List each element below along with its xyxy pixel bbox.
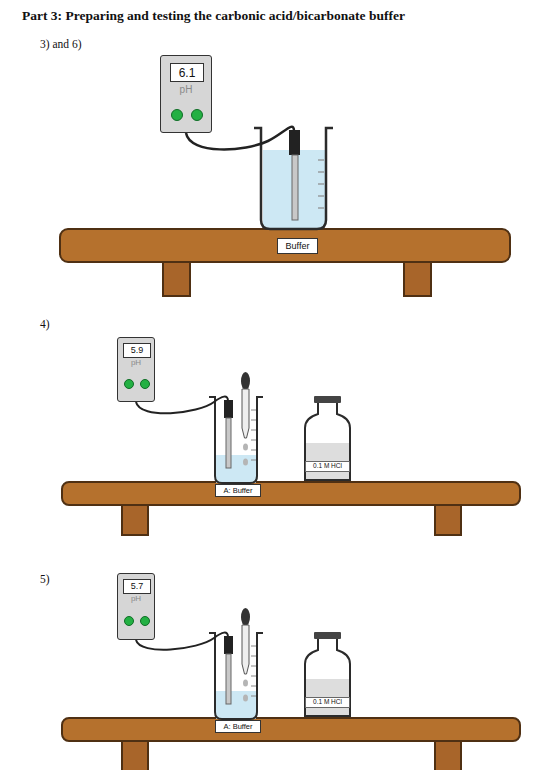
buffer-liquid bbox=[216, 455, 256, 483]
status-light bbox=[140, 616, 150, 626]
ph-reading: 6.1 bbox=[179, 67, 196, 79]
ph-display: 5.9 bbox=[123, 343, 151, 358]
label-text: A: Buffer bbox=[223, 487, 252, 495]
label-text: Buffer bbox=[286, 242, 310, 251]
acid-liquid bbox=[306, 679, 349, 715]
step-label: 3) and 6) bbox=[40, 38, 82, 50]
table-leg bbox=[163, 258, 190, 296]
ph-reading: 5.9 bbox=[131, 346, 144, 355]
table-leg bbox=[122, 739, 148, 770]
status-light bbox=[191, 109, 203, 121]
table-leg bbox=[435, 739, 461, 770]
probe-head bbox=[289, 130, 300, 155]
meter-label: pH bbox=[118, 359, 154, 367]
buffer-liquid bbox=[216, 691, 256, 719]
dropper-bulb bbox=[241, 372, 250, 390]
reagent-bottle bbox=[305, 638, 350, 716]
status-light bbox=[171, 109, 183, 121]
step-label: 4) bbox=[40, 318, 50, 330]
probe-rod bbox=[226, 654, 231, 704]
step-label: 5) bbox=[40, 573, 50, 585]
table-top bbox=[62, 718, 520, 741]
bottle-stopper bbox=[314, 396, 341, 403]
status-light bbox=[140, 379, 150, 389]
ph-meter: pH 5.9 bbox=[117, 337, 155, 402]
drop bbox=[243, 680, 248, 687]
bottle-label: 0.1 M HCl bbox=[305, 697, 350, 708]
ph-display: 6.1 bbox=[170, 63, 204, 82]
table-label-plate: Buffer bbox=[277, 238, 318, 254]
label-text: 0.1 M HCl bbox=[313, 463, 342, 470]
reagent-bottle bbox=[305, 402, 350, 480]
ph-display: 5.7 bbox=[123, 579, 151, 594]
scene-one bbox=[60, 127, 510, 296]
drop bbox=[243, 444, 248, 451]
meter-label: pH bbox=[118, 595, 154, 603]
table-label-plate: A: Buffer bbox=[215, 720, 261, 733]
beaker-ticks bbox=[318, 160, 324, 208]
beaker-ticks bbox=[251, 410, 256, 460]
bottle-label: 0.1 M HCl bbox=[305, 461, 350, 472]
table-leg bbox=[435, 503, 461, 535]
bottle-stopper bbox=[314, 632, 341, 639]
table-top bbox=[60, 229, 510, 262]
table-leg bbox=[404, 258, 431, 296]
label-text: A: Buffer bbox=[223, 723, 252, 731]
drop bbox=[243, 459, 248, 466]
probe-rod bbox=[292, 155, 298, 220]
dropper-tube bbox=[242, 625, 249, 674]
probe-rod bbox=[226, 418, 231, 468]
status-light bbox=[124, 379, 134, 389]
dropper-tube bbox=[242, 389, 249, 438]
beaker bbox=[209, 397, 263, 483]
table-label-plate: A: Buffer bbox=[215, 484, 261, 497]
beaker-ticks bbox=[251, 646, 256, 696]
table-leg bbox=[122, 503, 148, 535]
table-top bbox=[62, 482, 520, 505]
label-text: 0.1 M HCl bbox=[313, 699, 342, 706]
probe-head bbox=[224, 400, 233, 418]
ph-reading: 5.7 bbox=[131, 582, 144, 591]
acid-liquid bbox=[306, 443, 349, 479]
ph-meter: pH 5.7 bbox=[117, 573, 155, 640]
buffer-liquid bbox=[263, 150, 325, 228]
beaker bbox=[209, 633, 263, 719]
dropper-bulb bbox=[241, 608, 250, 626]
status-light bbox=[124, 616, 134, 626]
ph-meter: pH 6.1 bbox=[160, 55, 212, 133]
meter-label: pH bbox=[161, 85, 211, 95]
drop bbox=[243, 695, 248, 702]
probe-head bbox=[224, 636, 233, 654]
section-title: Part 3: Preparing and testing the carbon… bbox=[22, 8, 405, 24]
